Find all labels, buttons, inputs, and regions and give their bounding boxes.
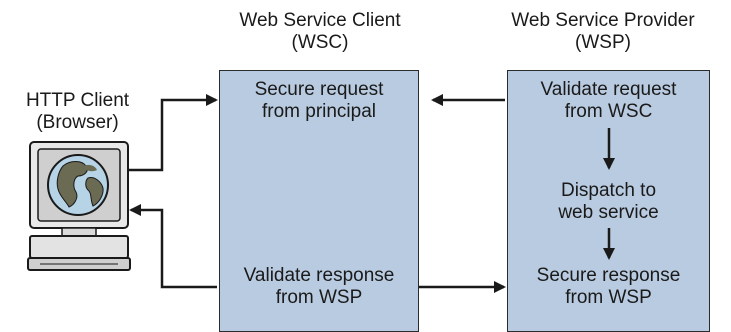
wsc-step-validate-response: Validate response from WSP [243, 265, 395, 308]
wsc-step-secure-request: Secure request from principal [254, 79, 384, 122]
wsp-step-secure-response: Secure response from WSP [536, 265, 681, 308]
diagram-arrows [27, 94, 615, 293]
wsc-title: Web Service Client (WSC) [239, 10, 401, 53]
wsp-box [507, 70, 710, 332]
wsp-title: Web Service Provider (WSP) [511, 10, 695, 53]
arrow-client-to-wsc [127, 94, 218, 172]
wsp-step-validate-request: Validate request from WSC [540, 79, 677, 122]
computer-globe-icon [27, 141, 131, 271]
wsp-step-dispatch: Dispatch to web service [558, 180, 659, 223]
wsc-box [219, 70, 419, 332]
arrow-wsc-to-client [129, 204, 217, 289]
http-client-title: HTTP Client (Browser) [25, 90, 130, 133]
